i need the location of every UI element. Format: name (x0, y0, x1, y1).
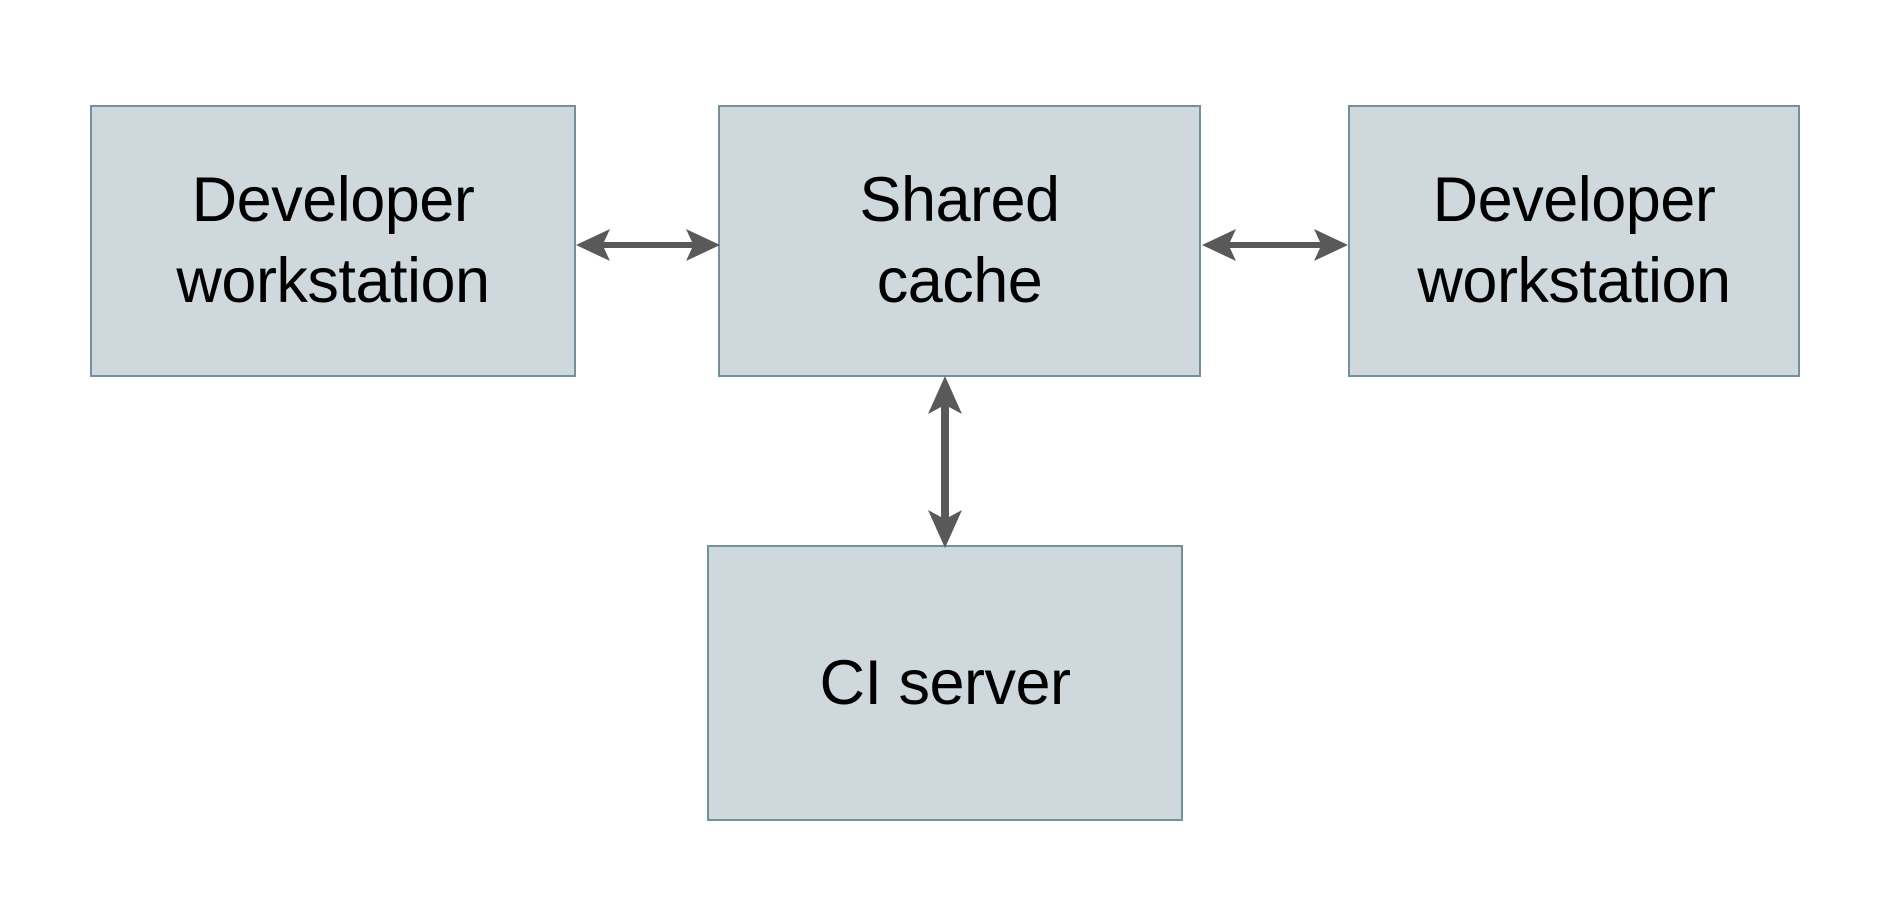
node-label-developer-workstation-right: Developer workstation (1417, 165, 1731, 316)
node-ci-server[interactable]: CI server (707, 545, 1183, 821)
double-arrow-icon (928, 376, 962, 548)
connector-developer-left-to-shared-cache (576, 229, 720, 261)
node-developer-workstation-right[interactable]: Developer workstation (1348, 105, 1800, 377)
connector-shared-cache-to-developer-right (1202, 229, 1348, 261)
double-arrow-icon (576, 229, 720, 261)
node-developer-workstation-left[interactable]: Developer workstation (90, 105, 576, 377)
node-label-developer-workstation-left: Developer workstation (176, 165, 490, 316)
node-label-ci-server: CI server (819, 647, 1071, 718)
node-label-shared-cache: Shared cache (859, 165, 1060, 316)
node-shared-cache[interactable]: Shared cache (718, 105, 1201, 377)
connector-shared-cache-to-ci-server (928, 376, 962, 548)
double-arrow-icon (1202, 229, 1348, 261)
